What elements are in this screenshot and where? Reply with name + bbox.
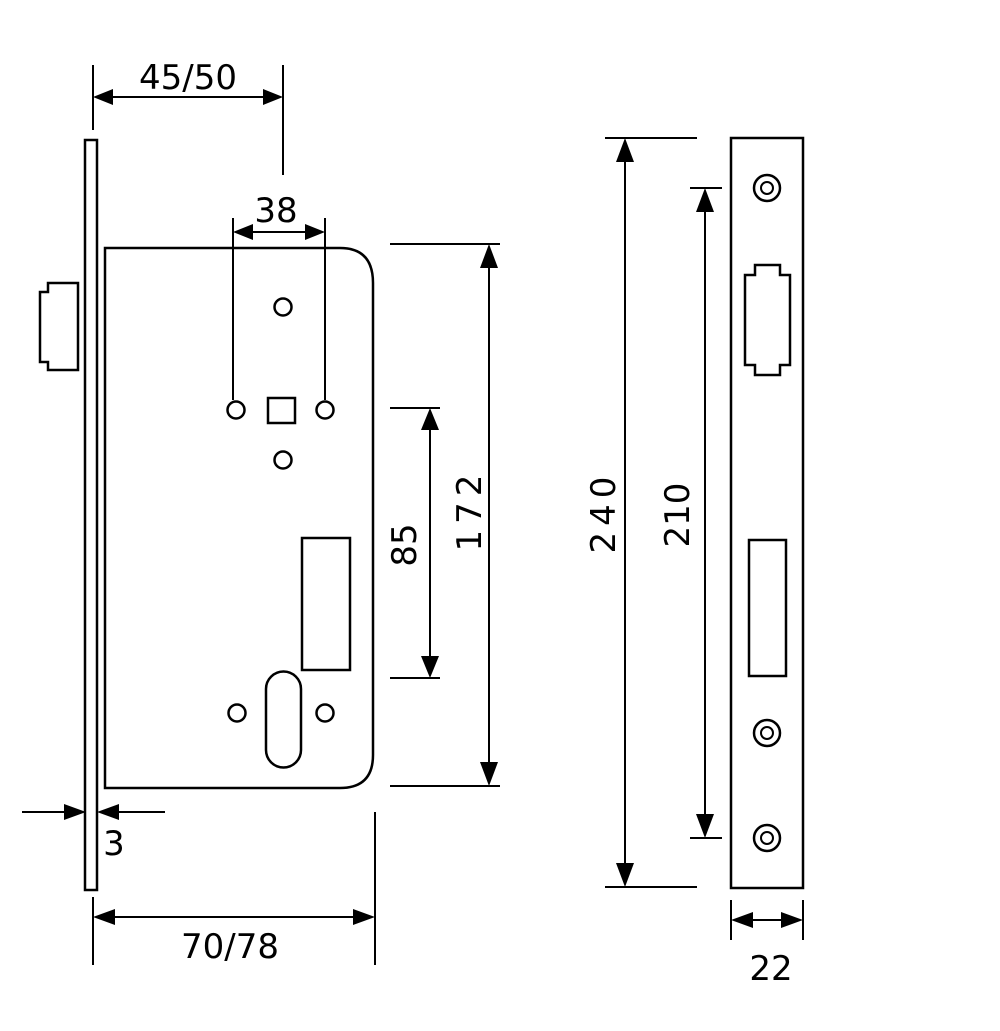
lock-case — [103, 246, 375, 790]
cylinder-screw-right — [315, 703, 335, 723]
dimension-faceplate-height-label: 240 — [584, 471, 624, 554]
deadbolt-window — [300, 536, 352, 672]
screw-hole-right — [315, 400, 335, 420]
lock-body-side-view — [38, 138, 375, 892]
dimension-handle-to-cylinder: 85 — [385, 407, 440, 679]
dimension-screw-spacing: 210 — [658, 187, 722, 839]
dimension-faceplate-height: 240 — [584, 137, 697, 888]
dimension-case-depth: 70/78 — [92, 812, 376, 967]
dimension-spindle-spacing: 38 — [232, 191, 326, 400]
dimension-screw-spacing-label: 210 — [658, 483, 698, 548]
deadbolt-opening — [747, 538, 788, 678]
dimension-backset: 45/50 — [92, 58, 284, 175]
screw-hole-top — [273, 297, 293, 317]
latch-opening — [743, 263, 792, 377]
dimension-faceplate-width: 22 — [730, 900, 804, 989]
dimension-handle-to-cylinder-label: 85 — [385, 523, 425, 566]
faceplate-screw-top-inner — [760, 181, 774, 195]
cylinder-screw-left — [227, 703, 247, 723]
dimension-case-height: 172 — [390, 243, 500, 787]
dimension-case-height-label: 172 — [450, 469, 490, 552]
dimension-case-depth-label: 70/78 — [181, 927, 279, 967]
dimension-spindle-spacing-label: 38 — [254, 191, 297, 231]
faceplate-front-view — [729, 136, 805, 890]
faceplate-screw-mid-inner — [760, 726, 774, 740]
faceplate-edge — [83, 138, 99, 892]
dimension-faceplate-thickness: 3 — [22, 804, 165, 864]
faceplate-screw-mid-outer — [752, 718, 782, 748]
follower-square — [266, 396, 297, 425]
faceplate-screw-bottom-inner — [760, 831, 774, 845]
screw-hole-lower — [273, 450, 293, 470]
latch-bolt — [38, 281, 80, 372]
dimension-backset-label: 45/50 — [139, 58, 237, 98]
dimension-faceplate-width-label: 22 — [749, 949, 792, 989]
faceplate — [729, 136, 805, 890]
screw-hole-left — [226, 400, 246, 420]
cylinder-hole — [264, 670, 303, 769]
dimension-faceplate-thickness-label: 3 — [103, 824, 125, 864]
faceplate-screw-top-outer — [752, 173, 782, 203]
faceplate-screw-bottom-outer — [752, 823, 782, 853]
